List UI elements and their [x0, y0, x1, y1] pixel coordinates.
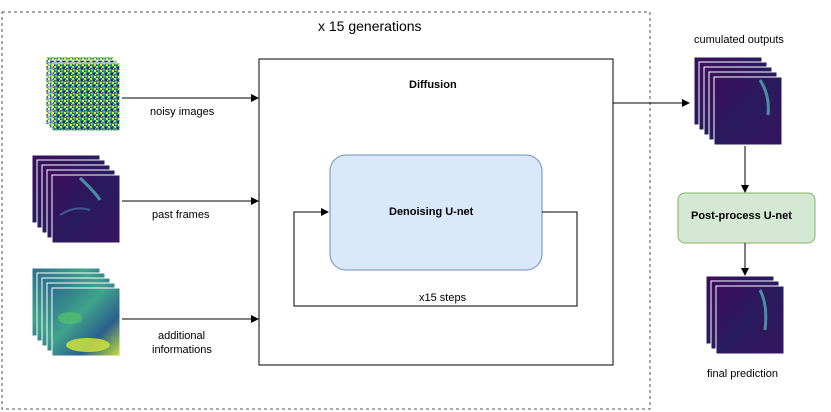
- noisy-images-stack: [45, 56, 121, 132]
- cumulated-outputs-stack: [693, 56, 783, 146]
- loop-label: x15 steps: [419, 292, 467, 304]
- denoising-unet-label: Denoising U-net: [389, 206, 474, 218]
- generations-title: x 15 generations: [318, 18, 422, 34]
- additional-informations-label-2: informations: [152, 344, 212, 356]
- past-frames-label: past frames: [152, 209, 210, 221]
- postprocess-unet-box: [677, 192, 816, 244]
- loop-line: [293, 208, 578, 307]
- past-frames-stack: [31, 154, 121, 244]
- postprocess-unet-label: Post-process U-net: [691, 210, 792, 222]
- noisy-images-label: noisy images: [150, 106, 215, 118]
- final-prediction-stack: [705, 275, 785, 355]
- final-prediction-label: final prediction: [707, 368, 778, 380]
- cumulated-outputs-label: cumulated outputs: [694, 34, 784, 46]
- additional-informations-label-1: additional: [158, 330, 206, 342]
- diffusion-title: Diffusion: [409, 79, 457, 91]
- generations-frame: [1, 11, 651, 410]
- additional-informations-stack: [31, 267, 121, 357]
